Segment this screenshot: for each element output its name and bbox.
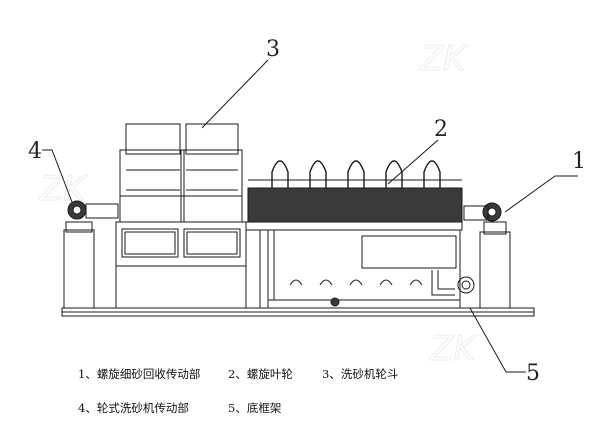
- base-frame: [61, 307, 535, 317]
- watermark: ZK ZK ZK: [39, 39, 479, 370]
- right-drive-unit: [457, 202, 511, 309]
- recovery-tank: [259, 229, 461, 309]
- legend-item-4: 4、轮式洗砂机传动部: [78, 401, 189, 415]
- spiral-blades: [271, 160, 441, 188]
- legend: 1、螺旋细砂回收传动部 2、螺旋叶轮 3、洗砂机轮斗 4、轮式洗砂机传动部 5、…: [78, 367, 398, 415]
- leader-lines: [42, 59, 578, 373]
- legend-item-2: 2、螺旋叶轮: [228, 367, 293, 381]
- legend-item-1: 1、螺旋细砂回收传动部: [78, 367, 200, 381]
- left-drive-unit: [63, 200, 119, 309]
- legend-item-5: 5、底框架: [228, 401, 281, 415]
- callout-2: 2: [434, 117, 448, 142]
- callout-4: 4: [28, 139, 42, 164]
- legend-item-3: 3、洗砂机轮斗: [322, 367, 398, 381]
- callout-1: 1: [572, 149, 586, 174]
- callout-3: 3: [266, 37, 280, 62]
- bucket-wheel-housing: [119, 123, 243, 223]
- main-tank: [115, 221, 247, 309]
- svg-text:ZK: ZK: [419, 39, 468, 79]
- callout-5: 5: [526, 361, 540, 386]
- spiral-trough: [245, 179, 463, 231]
- svg-text:ZK: ZK: [429, 329, 478, 369]
- callouts: 1 2 3 4 5: [28, 37, 586, 386]
